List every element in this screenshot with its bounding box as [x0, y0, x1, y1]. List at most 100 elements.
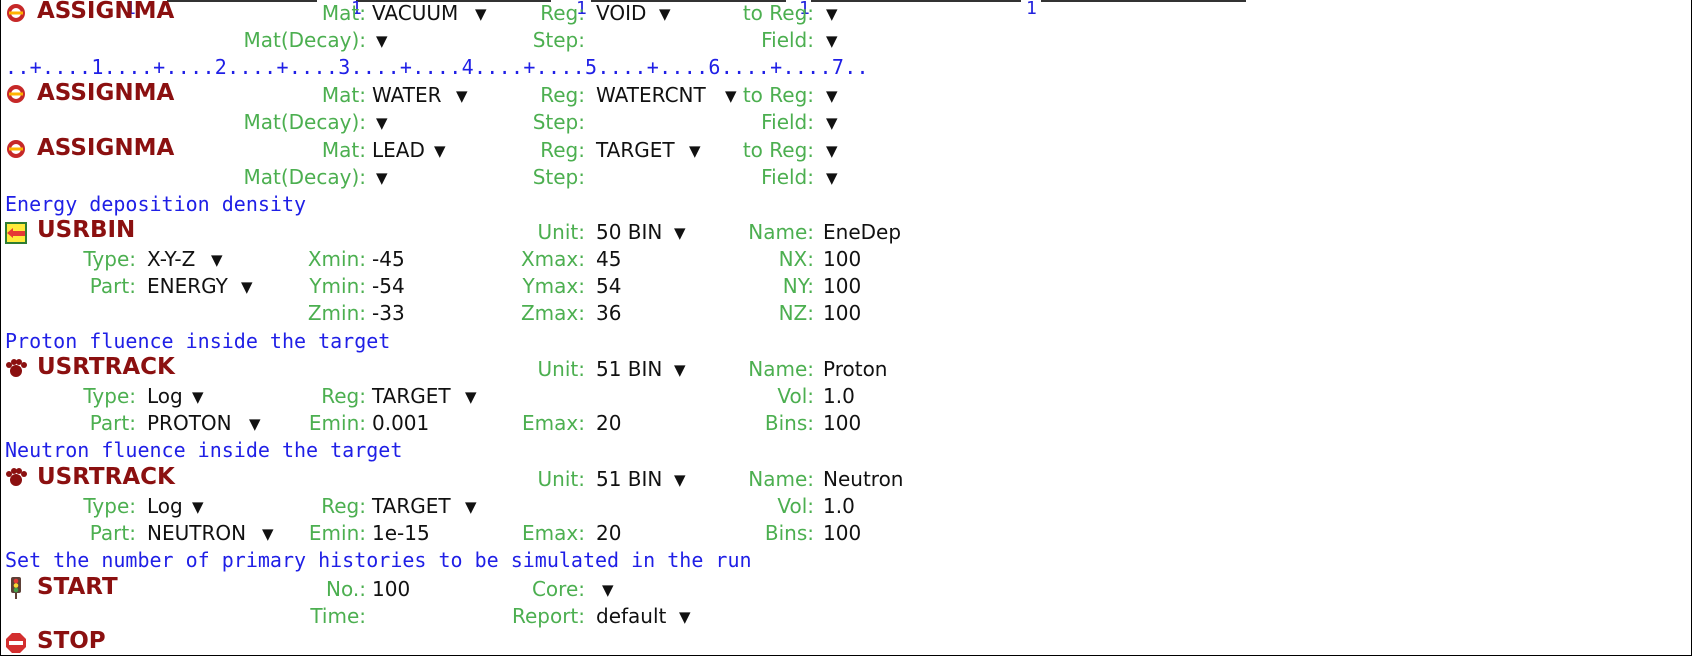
ymin-field[interactable]: -54 [372, 274, 405, 298]
chevron-down-icon[interactable]: ▼ [241, 278, 253, 296]
type-select[interactable]: X-Y-Z [147, 247, 196, 271]
chevron-down-icon[interactable]: ▼ [826, 32, 838, 50]
card-usrtrack-neutron[interactable]: USRTRACK [37, 464, 175, 490]
report-label: Report: [511, 604, 585, 628]
chevron-down-icon[interactable]: ▼ [826, 142, 838, 160]
nx-field[interactable]: 100 [823, 247, 862, 271]
emax-field[interactable]: 20 [596, 521, 622, 545]
comment-line[interactable]: Neutron fluence inside the target [5, 438, 403, 462]
ny-label: NY: [782, 274, 814, 298]
name-label: Name: [748, 467, 814, 491]
chevron-down-icon[interactable]: ▼ [211, 251, 223, 269]
chevron-down-icon[interactable]: ▼ [826, 87, 838, 105]
emin-label: Emin: [308, 411, 366, 435]
card-assignma-0[interactable]: ASSIGNMA [37, 0, 175, 24]
comment-line[interactable]: Proton fluence inside the target [5, 329, 391, 353]
start-traffic-light-icon [11, 577, 21, 599]
report-select[interactable]: default [596, 604, 667, 628]
reg-select[interactable]: VOID [596, 1, 647, 25]
emin-field[interactable]: 0.001 [372, 411, 430, 435]
core-label: Core: [531, 577, 585, 601]
nx-label: NX: [778, 247, 814, 271]
step-label: Step: [532, 165, 585, 189]
reg-select[interactable]: TARGET [372, 384, 451, 408]
name-field[interactable]: Proton [823, 357, 888, 381]
chevron-down-icon[interactable]: ▼ [602, 581, 614, 599]
card-stop[interactable]: STOP [37, 628, 106, 654]
bins-field[interactable]: 100 [823, 411, 862, 435]
vol-field[interactable]: 1.0 [823, 384, 855, 408]
mat-select[interactable]: WATER [372, 83, 442, 107]
chevron-down-icon[interactable]: ▼ [376, 169, 388, 187]
xmax-field[interactable]: 45 [596, 247, 622, 271]
reg-select[interactable]: TARGET [596, 138, 675, 162]
chevron-down-icon[interactable]: ▼ [826, 5, 838, 23]
chevron-down-icon[interactable]: ▼ [679, 608, 691, 626]
type-select[interactable]: Log [147, 384, 183, 408]
mat-select[interactable]: VACUUM [372, 1, 459, 25]
comment-line[interactable]: Set the number of primary histories to b… [5, 548, 752, 572]
card-start[interactable]: START [37, 574, 118, 600]
name-field[interactable]: EneDep [823, 220, 902, 244]
chevron-down-icon[interactable]: ▼ [689, 142, 701, 160]
card-assignma-water[interactable]: ASSIGNMA [37, 80, 175, 106]
zmin-field[interactable]: -33 [372, 301, 405, 325]
chevron-down-icon[interactable]: ▼ [192, 498, 204, 516]
usrbin-icon [5, 222, 27, 244]
nz-label: NZ: [778, 301, 814, 325]
ymax-label: Ymax: [522, 274, 585, 298]
unit-select[interactable]: 50 BIN [596, 220, 663, 244]
chevron-down-icon[interactable]: ▼ [465, 498, 477, 516]
field-label: Field: [761, 28, 814, 52]
part-label: Part: [89, 521, 136, 545]
chevron-down-icon[interactable]: ▼ [659, 5, 671, 23]
chevron-down-icon[interactable]: ▼ [674, 471, 686, 489]
unit-select[interactable]: 51 BIN [596, 357, 663, 381]
emin-field[interactable]: 1e-15 [372, 521, 430, 545]
vol-field[interactable]: 1.0 [823, 494, 855, 518]
chevron-down-icon[interactable]: ▼ [465, 388, 477, 406]
chevron-down-icon[interactable]: ▼ [434, 142, 446, 160]
chevron-down-icon[interactable]: ▼ [674, 361, 686, 379]
type-select[interactable]: Log [147, 494, 183, 518]
chevron-down-icon[interactable]: ▼ [725, 87, 737, 105]
reg-select[interactable]: TARGET [372, 494, 451, 518]
part-select[interactable]: NEUTRON [147, 521, 247, 545]
nz-field[interactable]: 100 [823, 301, 862, 325]
no-field[interactable]: 100 [372, 577, 411, 601]
chevron-down-icon[interactable]: ▼ [262, 525, 274, 543]
chevron-down-icon[interactable]: ▼ [674, 224, 686, 242]
bins-field[interactable]: 100 [823, 521, 862, 545]
ny-field[interactable]: 100 [823, 274, 862, 298]
column-ruler: ..+....1....+....2....+....3....+....4..… [5, 55, 869, 79]
no-label: No.: [326, 577, 366, 601]
zmax-field[interactable]: 36 [596, 301, 622, 325]
assignma-icon [7, 85, 25, 103]
name-label: Name: [748, 220, 814, 244]
chevron-down-icon[interactable]: ▼ [456, 87, 468, 105]
card-usrbin[interactable]: USRBIN [37, 217, 136, 243]
chevron-down-icon[interactable]: ▼ [475, 5, 487, 23]
comment-line[interactable]: Energy deposition density [5, 192, 307, 216]
reg-select[interactable]: WATERCNT [596, 83, 706, 107]
xmin-field[interactable]: -45 [372, 247, 405, 271]
chevron-down-icon[interactable]: ▼ [826, 114, 838, 132]
xmax-label: Xmax: [520, 247, 585, 271]
chevron-down-icon[interactable]: ▼ [376, 32, 388, 50]
chevron-down-icon[interactable]: ▼ [826, 169, 838, 187]
part-select[interactable]: ENERGY [147, 274, 228, 298]
card-usrtrack-proton[interactable]: USRTRACK [37, 354, 175, 380]
vol-label: Vol: [777, 494, 814, 518]
part-select[interactable]: PROTON [147, 411, 232, 435]
type-label: Type: [83, 494, 136, 518]
mat-select[interactable]: LEAD [372, 138, 425, 162]
field-label: Field: [761, 110, 814, 134]
card-assignma-lead[interactable]: ASSIGNMA [37, 135, 175, 161]
ymax-field[interactable]: 54 [596, 274, 622, 298]
chevron-down-icon[interactable]: ▼ [376, 114, 388, 132]
name-field[interactable]: Neutron [823, 467, 904, 491]
chevron-down-icon[interactable]: ▼ [192, 388, 204, 406]
emax-field[interactable]: 20 [596, 411, 622, 435]
unit-select[interactable]: 51 BIN [596, 467, 663, 491]
chevron-down-icon[interactable]: ▼ [249, 415, 261, 433]
